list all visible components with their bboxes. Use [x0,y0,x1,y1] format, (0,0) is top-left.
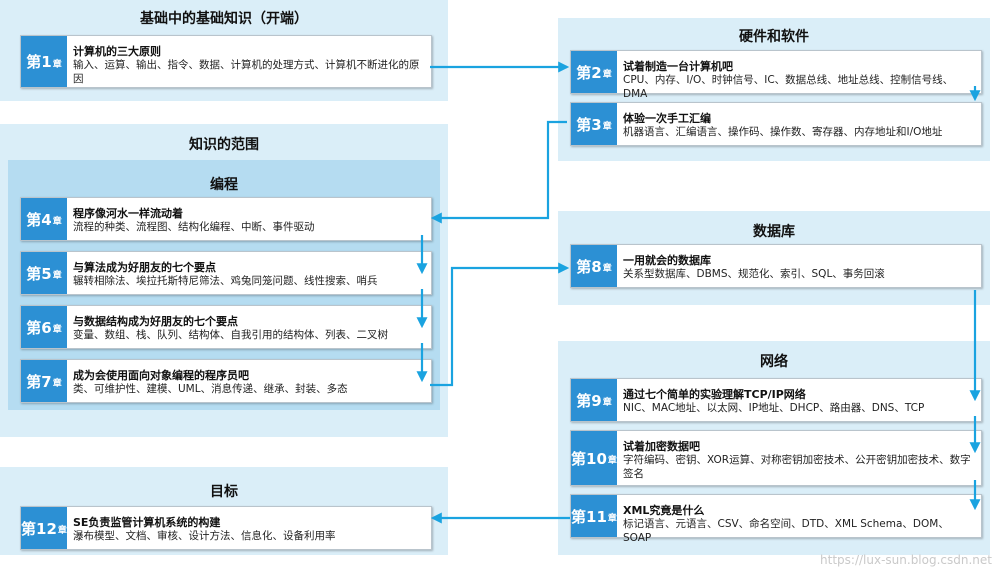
chapter-keywords: 辗转相除法、埃拉托斯特尼筛法、鸡兔同笼问题、线性搜索、哨兵 [73,275,378,287]
chapter-suffix: 章 [602,122,612,132]
chapter-keywords: 标记语言、元语言、CSV、命名空间、DTD、XML Schema、DOM、SOA… [623,518,949,544]
chapter-suffix: 章 [57,526,67,536]
panel-title-scope: 知识的范围 [189,137,259,153]
chapter-suffix: 章 [52,271,62,281]
chapter-suffix: 章 [52,379,62,389]
arrow-ch7-to-ch8 [430,262,570,387]
chapter-keywords: 瀑布模型、文档、审核、设计方法、信息化、设备利用率 [73,530,336,542]
chapter-title: 与数据结构成为好朋友的七个要点 [73,315,238,328]
chapter-keywords: 机器语言、汇编语言、操作码、操作数、寄存器、内存地址和I/O地址 [623,126,943,138]
chapter-keywords: 流程的种类、流程图、结构化编程、中断、事件驱动 [73,221,315,233]
chapter-number: 第8 [576,257,602,276]
chapter-number: 第9 [576,391,602,410]
arrow-ch3-to-ch4 [430,120,567,224]
chapter-title: 成为会使用面向对象编程的程序员吧 [73,369,249,382]
chapter-title: 程序像河水一样流动着 [73,207,183,220]
chapter-number: 第5 [26,264,52,283]
panel-title-network: 网络 [760,354,788,370]
chapter-suffix: 章 [607,456,617,466]
chapter-keywords: 关系型数据库、DBMS、规范化、索引、SQL、事务回滚 [623,268,885,280]
chapter-number: 第11 [571,507,607,526]
chapter-number: 第3 [576,115,602,134]
chapter-keywords: 字符编码、密钥、XOR运算、对称密钥加密技术、公开密钥加密技术、数字签名 [623,454,971,480]
chapter-suffix: 章 [607,514,617,524]
chapter-keywords: 输入、运算、输出、指令、数据、计算机的处理方式、计算机不断进化的原因 [73,59,420,85]
chapter-title: 计算机的三大原则 [73,45,161,58]
panel-title-basics: 基础中的基础知识（开端） [140,11,308,27]
chapter-title: 一用就会的数据库 [623,254,711,267]
panel-title-programming: 编程 [210,177,238,193]
chapter-suffix: 章 [52,59,62,70]
chapter-number: 第6 [26,318,52,337]
chapter-suffix: 章 [52,325,62,335]
chapter-keywords: 变量、数组、栈、队列、结构体、自我引用的结构体、列表、二叉树 [73,329,388,341]
chapter-number: 第4 [26,210,52,229]
chapter-title: 试着制造一台计算机吧 [623,60,733,73]
watermark-url: https://lux-sun.blog.csdn.net [820,553,992,567]
chapter-title: 体验一次手工汇编 [623,112,711,125]
chapter-number: 第12 [21,519,57,538]
chapter-title: 通过七个简单的实验理解TCP/IP网络 [623,388,806,401]
chapter-suffix: 章 [602,264,612,274]
chapter-number: 第1 [26,53,52,71]
chapter-title: 试着加密数据吧 [623,440,700,453]
panel-title-hardware: 硬件和软件 [739,29,809,45]
chapter-number: 第10 [571,449,607,468]
chapter-number: 第7 [26,372,52,391]
chapter-keywords: CPU、内存、I/O、时钟信号、IC、数据总线、地址总线、控制信号线、DMA [623,74,954,100]
chapter-number: 第2 [576,63,602,82]
chapter-title: 与算法成为好朋友的七个要点 [73,261,216,274]
chapter-suffix: 章 [52,217,62,227]
chapter-title: SE负责监管计算机系统的构建 [73,516,221,529]
panel-title-goal: 目标 [210,484,238,500]
chapter-title: XML究竟是什么 [623,504,705,517]
chapter-keywords: 类、可维护性、建模、UML、消息传递、继承、封装、多态 [73,383,348,395]
chapter-suffix: 章 [602,70,612,80]
chapter-suffix: 章 [602,398,612,408]
panel-title-database: 数据库 [753,224,795,240]
chapter-keywords: NIC、MAC地址、以太网、IP地址、DHCP、路由器、DNS、TCP [623,402,925,414]
